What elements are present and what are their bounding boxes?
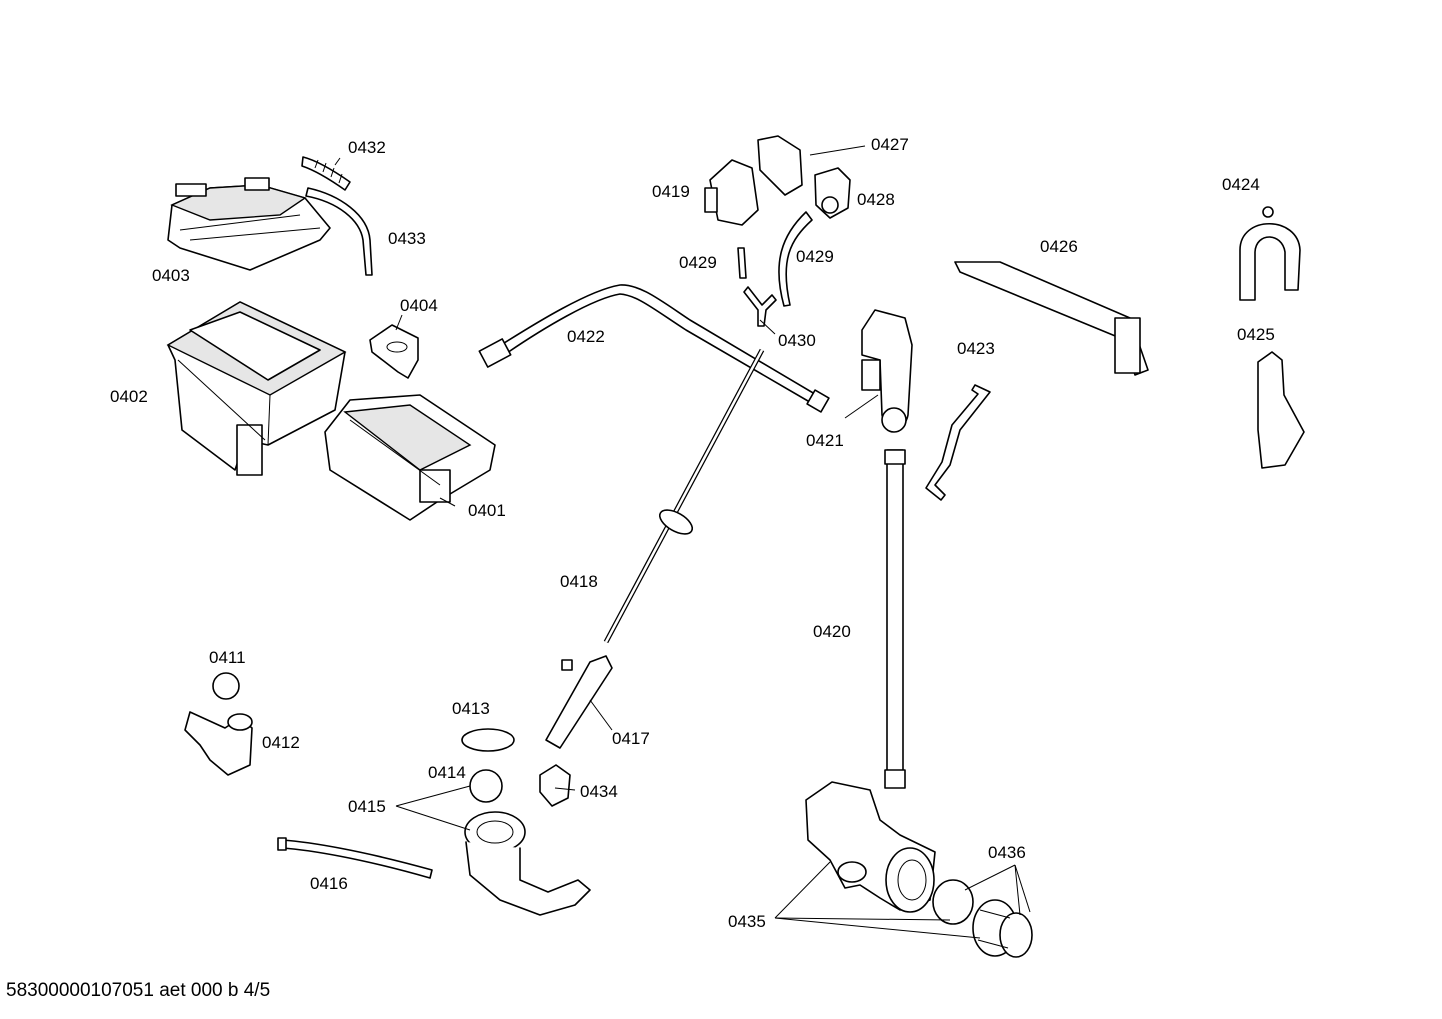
part-0423-wire [925,384,991,501]
part-labels: 0432 0433 0403 0404 0402 0401 0422 0418 … [110,135,1275,931]
part-0429-hose-a [737,247,747,279]
part-0411-ring [212,672,240,700]
part-0434-clip [539,764,571,807]
part-0401-detergent-drawer [324,394,496,521]
part-0413-ring [461,728,515,752]
part-0429-hose-b [778,211,813,307]
part-0402-drawer-housing [166,301,347,476]
label-0432: 0432 [348,138,386,157]
label-0424: 0424 [1222,175,1260,194]
label-0417: 0417 [612,729,650,748]
label-0436: 0436 [988,843,1026,862]
part-0427-bracket [757,135,803,196]
label-0413: 0413 [452,699,490,718]
part-0403-drawer-cover [167,177,331,271]
label-0403: 0403 [152,266,190,285]
drawing-reference-footer: 58300000107051 aet 000 b 4/5 [6,980,271,1001]
label-0401: 0401 [468,501,506,520]
label-0422: 0422 [567,327,605,346]
label-0428: 0428 [857,190,895,209]
part-0436-ring [932,879,974,925]
part-0415-sump-hose [464,811,591,916]
label-0423: 0423 [957,339,995,358]
label-0402: 0402 [110,387,148,406]
part-0430-y-connector [743,286,777,327]
label-0418: 0418 [560,572,598,591]
label-0434: 0434 [580,782,618,801]
label-0420: 0420 [813,622,851,641]
leader-lines [334,145,1031,939]
part-0432-bellows [301,156,351,191]
part-0425-bracket [1257,351,1305,469]
label-0412: 0412 [262,733,300,752]
part-0421-air-chamber [861,309,913,433]
part-0416-hose [277,837,433,879]
label-0429-left: 0429 [679,253,717,272]
label-0426: 0426 [1040,237,1078,256]
part-0424-u-holder [1239,206,1301,301]
label-0416: 0416 [310,874,348,893]
label-0414: 0414 [428,763,466,782]
part-0426-rail [954,261,1149,376]
label-0430: 0430 [778,331,816,350]
part-0414-ball [469,769,503,803]
label-0421: 0421 [806,431,844,450]
label-0435: 0435 [728,912,766,931]
part-0428-valve [814,167,851,219]
label-0429-right: 0429 [796,247,834,266]
label-0419: 0419 [652,182,690,201]
label-0415: 0415 [348,797,386,816]
part-0420-hose [884,449,906,789]
part-0404-clip [369,324,419,379]
part-0417-sensor [545,655,613,749]
part-0412-elbow [184,711,253,776]
part-0422-hose [478,284,830,413]
label-0433: 0433 [388,229,426,248]
part-0435-drain-pump [805,781,936,913]
part-0418-rod [603,348,765,644]
label-0404: 0404 [400,296,438,315]
label-0427: 0427 [871,135,909,154]
part-0419-pressure-switch [704,159,759,226]
label-0425: 0425 [1237,325,1275,344]
part-0433-hose [305,187,373,276]
part-0436-filter [972,899,1033,958]
label-0411: 0411 [209,648,246,667]
